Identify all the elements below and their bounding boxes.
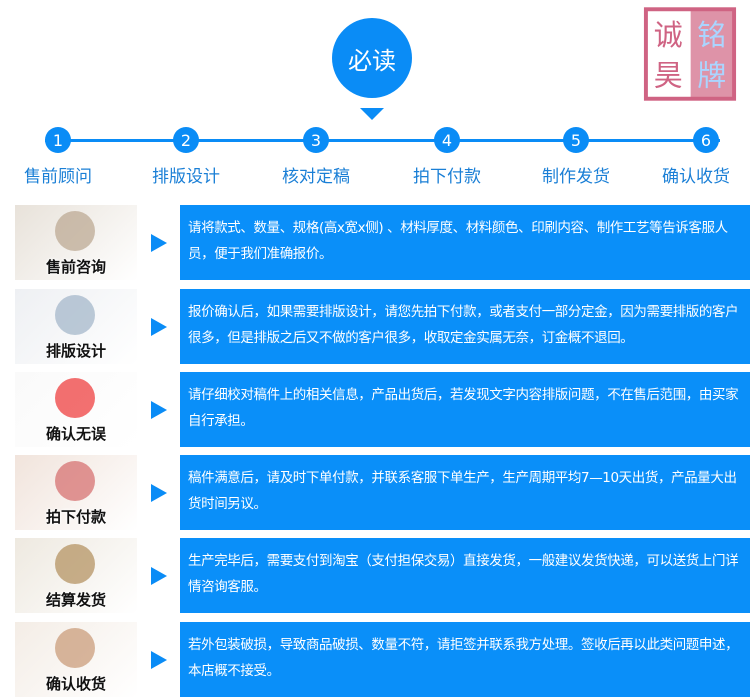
step-thumbnail: 排版设计 xyxy=(15,289,137,364)
step-5-label: 制作发货 xyxy=(542,167,610,187)
thumbnail-photo xyxy=(55,461,95,501)
svg-text:铭: 铭 xyxy=(697,18,726,52)
thumbnail-caption: 确认收货 xyxy=(45,675,106,693)
step-description: 生产完毕后，需要支付到淘宝（支付担保交易）直接发货，一般建议发货快递，可以送货上… xyxy=(180,538,750,613)
step-5-circle: 5 xyxy=(563,127,589,153)
step-thumbnail: 售前咨询 xyxy=(15,205,137,280)
thumbnail-caption: 拍下付款 xyxy=(45,508,106,526)
thumbnail-photo xyxy=(55,628,95,668)
step-detail-row: 排版设计 报价确认后，如果需要排版设计，请您先拍下付款，或者支付一部分定金，因为… xyxy=(0,289,750,364)
arrow-right-icon xyxy=(151,234,167,252)
step-number: 4 xyxy=(441,130,453,150)
thumbnail-caption: 结算发货 xyxy=(45,591,106,609)
thumbnail-photo xyxy=(55,378,95,418)
step-6-label: 确认收货 xyxy=(662,167,730,187)
step-2-circle: 2 xyxy=(173,127,199,153)
step-number: 3 xyxy=(310,130,322,150)
arrow-right-icon xyxy=(151,318,167,336)
step-2-label: 排版设计 xyxy=(152,167,220,187)
must-read-badge: 必读 xyxy=(332,18,412,98)
step-6-circle: 6 xyxy=(693,127,719,153)
step-detail-row: 确认收货 若外包装破损，导致商品破损、数量不符，请拒签并联系我方处理。签收后再以… xyxy=(0,622,750,697)
step-3-circle: 3 xyxy=(303,127,329,153)
step-1-label: 售前顾问 xyxy=(24,167,92,187)
step-4-label: 拍下付款 xyxy=(413,167,481,187)
step-thumbnail: 拍下付款 xyxy=(15,455,137,530)
thumbnail-caption: 售前咨询 xyxy=(45,258,106,276)
step-4-circle: 4 xyxy=(434,127,460,153)
pointer-down-icon xyxy=(360,108,384,120)
step-3-label: 核对定稿 xyxy=(282,167,350,187)
arrow-right-icon xyxy=(151,651,167,669)
step-thumbnail: 确认无误 xyxy=(15,372,137,447)
thumbnail-photo xyxy=(55,544,95,584)
step-description: 请仔细校对稿件上的相关信息，产品出货后，若发现文字内容排版问题，不在售后范围，由… xyxy=(180,372,750,447)
must-read-title: 必读 xyxy=(348,46,396,75)
step-number: 5 xyxy=(570,130,582,150)
svg-text:昊: 昊 xyxy=(654,59,683,93)
thumbnail-caption: 排版设计 xyxy=(45,342,106,360)
progress-line xyxy=(45,139,720,142)
step-description: 报价确认后，如果需要排版设计，请您先拍下付款，或者支付一部分定金，因为需要排版的… xyxy=(180,289,750,364)
thumbnail-photo xyxy=(55,211,95,251)
step-detail-row: 确认无误 请仔细校对稿件上的相关信息，产品出货后，若发现文字内容排版问题，不在售… xyxy=(0,372,750,447)
svg-text:牌: 牌 xyxy=(697,59,726,93)
step-thumbnail: 确认收货 xyxy=(15,622,137,697)
svg-text:诚: 诚 xyxy=(654,18,683,52)
step-number: 1 xyxy=(52,130,64,150)
step-1-circle: 1 xyxy=(45,127,71,153)
step-description: 请将款式、数量、规格(高x宽x侧) 、材料厚度、材料颜色、印刷内容、制作工艺等告… xyxy=(180,205,750,280)
thumbnail-caption: 确认无误 xyxy=(45,425,106,443)
seal-watermark: 铭 牌 诚 昊 xyxy=(643,7,737,101)
step-description: 若外包装破损，导致商品破损、数量不符，请拒签并联系我方处理。签收后再以此类问题申… xyxy=(180,622,750,697)
step-description: 稿件满意后，请及时下单付款，并联系客服下单生产，生产周期平均7—10天出货，产品… xyxy=(180,455,750,530)
step-number: 2 xyxy=(180,130,192,150)
step-detail-row: 拍下付款 稿件满意后，请及时下单付款，并联系客服下单生产，生产周期平均7—10天… xyxy=(0,455,750,530)
step-thumbnail: 结算发货 xyxy=(15,538,137,613)
arrow-right-icon xyxy=(151,567,167,585)
step-detail-row: 售前咨询 请将款式、数量、规格(高x宽x侧) 、材料厚度、材料颜色、印刷内容、制… xyxy=(0,205,750,280)
step-detail-row: 结算发货 生产完毕后，需要支付到淘宝（支付担保交易）直接发货，一般建议发货快递，… xyxy=(0,538,750,613)
thumbnail-photo xyxy=(55,295,95,335)
arrow-right-icon xyxy=(151,401,167,419)
step-number: 6 xyxy=(700,130,712,150)
arrow-right-icon xyxy=(151,484,167,502)
